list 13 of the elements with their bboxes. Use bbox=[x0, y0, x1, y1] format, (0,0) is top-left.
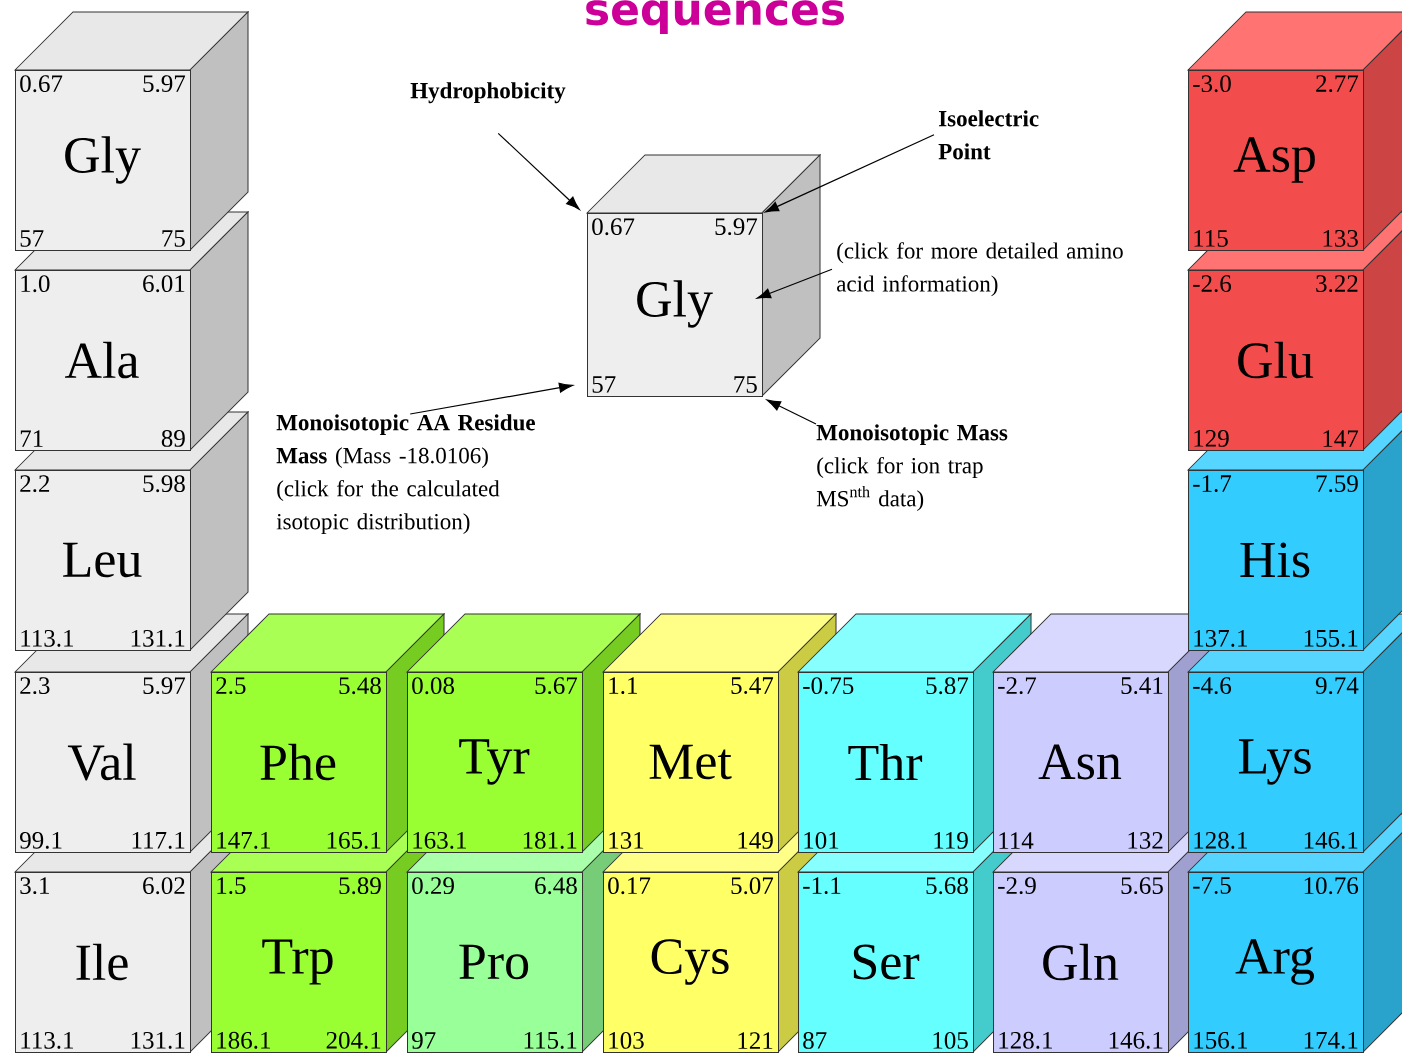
annotation-text: Isoelectric Point bbox=[938, 110, 1039, 160]
arrow bbox=[766, 399, 817, 425]
amino-acid-cube: 0.67 5.97 Gly 57 75 bbox=[14, 11, 249, 251]
annotation-text: Hydrophobicity bbox=[410, 82, 566, 104]
amino-acid-cube: -3.0 2.77 Asp 115 133 bbox=[1187, 11, 1402, 251]
annotation-text: (click for more detailed amino acid information) bbox=[837, 242, 1123, 297]
arrow bbox=[764, 134, 935, 213]
amino-acid-cube: 0.67 5.97 Gly 57 75 bbox=[586, 154, 821, 397]
arrow bbox=[409, 382, 573, 415]
annotation-text: Monoisotopic Mass (click for ion trap MS$^{nth}$ data) bbox=[816, 424, 1008, 512]
arrow bbox=[497, 132, 580, 210]
title: sequences bbox=[586, 0, 844, 34]
annotation-text: Monoisotopic AA Residue Mass (Mass -18.0106) (click for the calculated isotopic distribution) bbox=[276, 414, 535, 535]
